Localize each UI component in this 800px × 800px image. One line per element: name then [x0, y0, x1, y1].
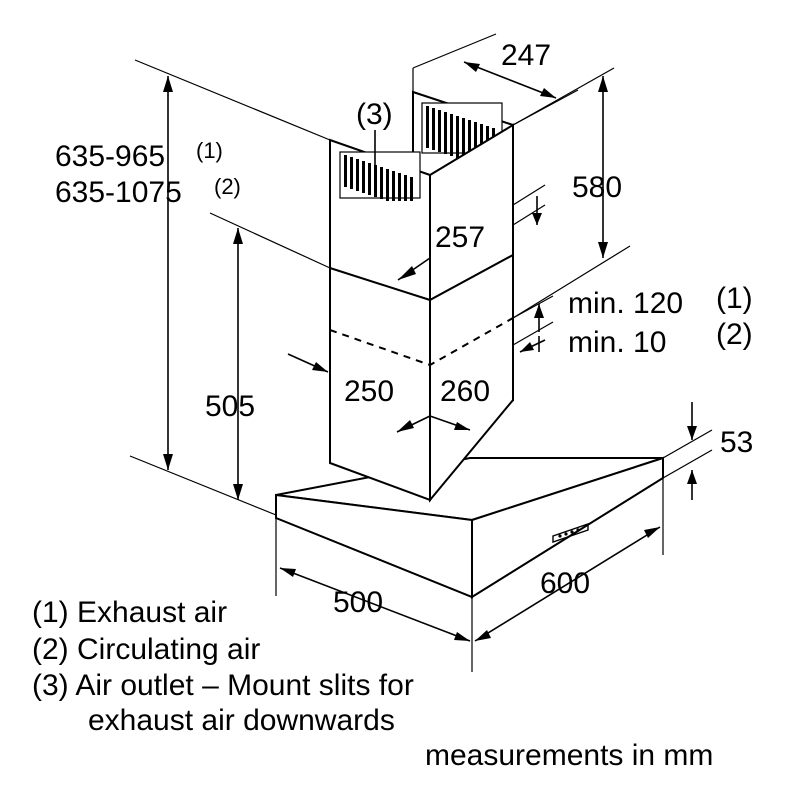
dim-chimney-width-lower: 260	[440, 375, 490, 408]
dim-total-height-circulating: 635-1075	[55, 176, 182, 209]
dim-total-height-exhaust: 635-965	[55, 140, 165, 173]
dim-260	[429, 415, 471, 431]
dim-chimney-depth-top: 247	[501, 39, 551, 72]
legend-item-circulating-air: (2) Circulating air	[32, 633, 260, 666]
legend-item-air-outlet: (3) Air outlet – Mount slits for	[32, 669, 414, 702]
dim-lower-height: 505	[205, 390, 255, 423]
dim-500	[275, 518, 473, 672]
units-note: measurements in mm	[425, 739, 713, 772]
lower-chimney	[329, 253, 514, 503]
dim-canopy-width: 600	[540, 567, 590, 600]
legend: (1) Exhaust air (2) Circulating air (3) …	[32, 596, 414, 737]
outlet-ref: (3)	[356, 98, 393, 131]
dim-overlap-exhaust-ref: (1)	[716, 282, 753, 315]
dim-upper-width: 257	[435, 221, 485, 254]
dim-chimney-depth-lower: 250	[344, 375, 394, 408]
dim-total-height-exhaust-ref: (1)	[196, 138, 223, 163]
dim-overlap-exhaust: min. 120	[568, 287, 683, 320]
dim-overlap-circulating: min. 10	[568, 326, 666, 359]
dim-600	[474, 478, 664, 642]
front-air-outlet-slits	[339, 151, 421, 201]
canopy	[275, 456, 664, 599]
dim-overlap	[512, 295, 554, 353]
dim-53	[662, 402, 713, 500]
dim-247	[412, 33, 579, 126]
dim-580	[512, 67, 631, 319]
dim-257	[397, 184, 546, 281]
dim-overlap-circulating-ref: (2)	[716, 318, 753, 351]
dim-250	[287, 353, 431, 433]
legend-item-air-outlet-cont: exhaust air downwards	[88, 704, 395, 737]
dim-canopy-thickness: 53	[720, 426, 753, 459]
dim-upper-height: 580	[572, 171, 622, 204]
control-panel	[552, 523, 589, 543]
dim-total-height	[129, 59, 331, 516]
legend-item-exhaust-air: (1) Exhaust air	[32, 596, 227, 629]
dim-canopy-depth: 500	[333, 586, 383, 619]
dim-total-height-circulating-ref: (2)	[214, 174, 241, 199]
dim-505	[209, 212, 331, 500]
